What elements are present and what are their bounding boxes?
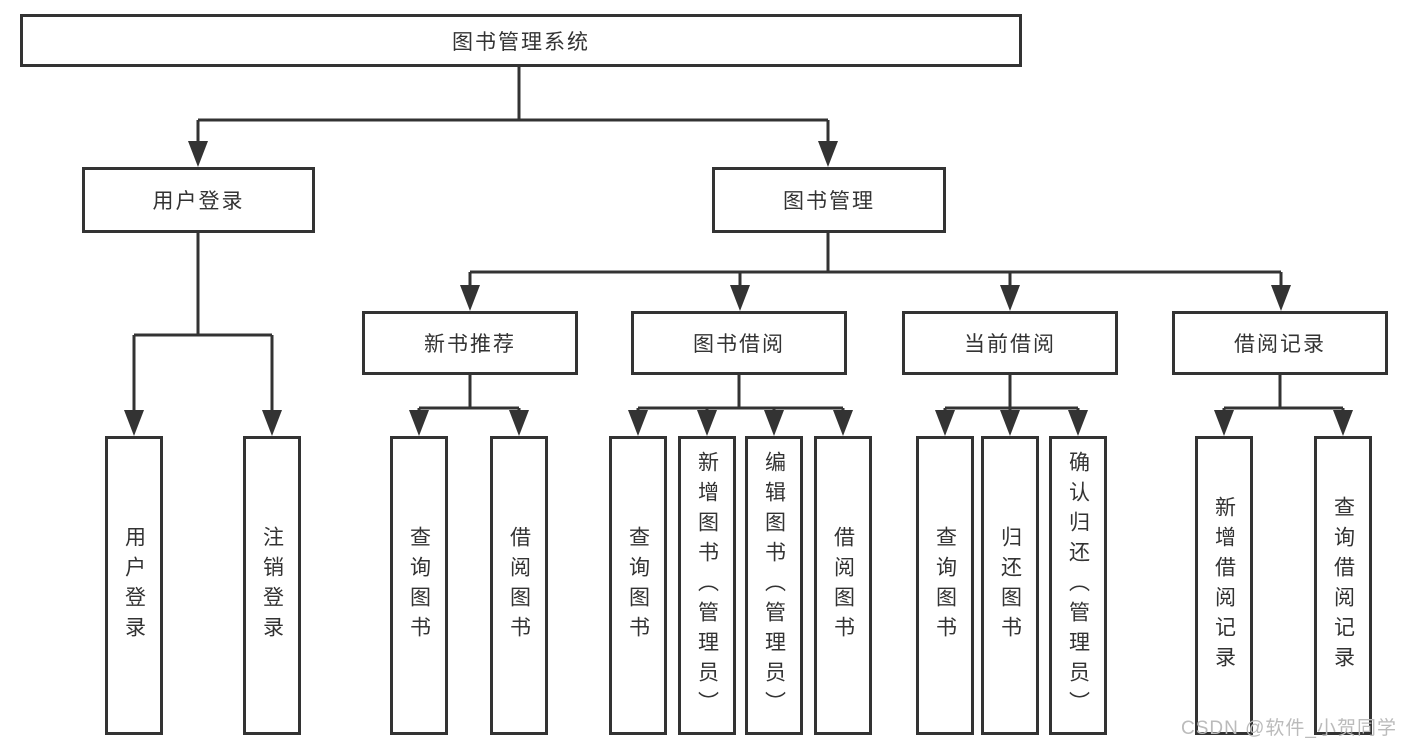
node-library-system: 图书管理系统 xyxy=(20,14,1022,67)
leaf-label: 归还图书 xyxy=(998,525,1022,646)
leaf-label: 借阅图书 xyxy=(507,525,531,646)
leaf-borrow-books: 借阅图书 xyxy=(814,436,872,735)
node-label: 图书管理 xyxy=(783,190,875,213)
leaf-return-books: 归还图书 xyxy=(981,436,1039,735)
leaf-label: 查询图书 xyxy=(407,525,431,646)
leaf-add-books-admin: 新增图书（管理员） xyxy=(678,436,736,735)
leaf-query-books: 查询图书 xyxy=(916,436,974,735)
leaf-logout: 注销登录 xyxy=(243,436,301,735)
leaf-edit-books-admin: 编辑图书（管理员） xyxy=(745,436,803,735)
node-label: 用户登录 xyxy=(152,190,245,213)
node-label: 当前借阅 xyxy=(964,333,1056,356)
node-current-borrowing: 当前借阅 xyxy=(902,311,1118,375)
leaf-user-login: 用户登录 xyxy=(105,436,163,735)
leaf-label: 查询借阅记录 xyxy=(1331,495,1355,676)
node-label: 图书管理系统 xyxy=(452,30,590,54)
node-book-management: 图书管理 xyxy=(712,167,946,233)
node-borrowing-records: 借阅记录 xyxy=(1172,311,1388,375)
arrowheads xyxy=(124,141,1353,436)
leaf-confirm-return-admin: 确认归还（管理员） xyxy=(1049,436,1107,735)
leaf-query-borrow-record: 查询借阅记录 xyxy=(1314,436,1372,735)
csdn-watermark: CSDN @软件_小贺同学 xyxy=(1181,718,1397,739)
node-label: 图书借阅 xyxy=(693,333,785,356)
leaf-label: 新增图书（管理员） xyxy=(695,450,719,721)
node-new-book-recommend: 新书推荐 xyxy=(362,311,578,375)
node-label: 新书推荐 xyxy=(424,333,516,356)
node-label: 借阅记录 xyxy=(1234,333,1326,356)
leaf-label: 查询图书 xyxy=(626,525,650,646)
node-user-login: 用户登录 xyxy=(82,167,315,233)
leaf-label: 新增借阅记录 xyxy=(1212,495,1236,676)
leaf-label: 注销登录 xyxy=(260,525,284,646)
leaf-query-books: 查询图书 xyxy=(390,436,448,735)
leaf-label: 用户登录 xyxy=(122,525,146,646)
leaf-query-books: 查询图书 xyxy=(609,436,667,735)
leaf-label: 查询图书 xyxy=(933,525,957,646)
leaf-label: 确认归还（管理员） xyxy=(1066,450,1090,721)
leaf-borrow-books: 借阅图书 xyxy=(490,436,548,735)
leaf-label: 编辑图书（管理员） xyxy=(762,450,786,721)
leaf-add-borrow-record: 新增借阅记录 xyxy=(1195,436,1253,735)
leaf-label: 借阅图书 xyxy=(831,525,855,646)
node-book-borrowing: 图书借阅 xyxy=(631,311,847,375)
